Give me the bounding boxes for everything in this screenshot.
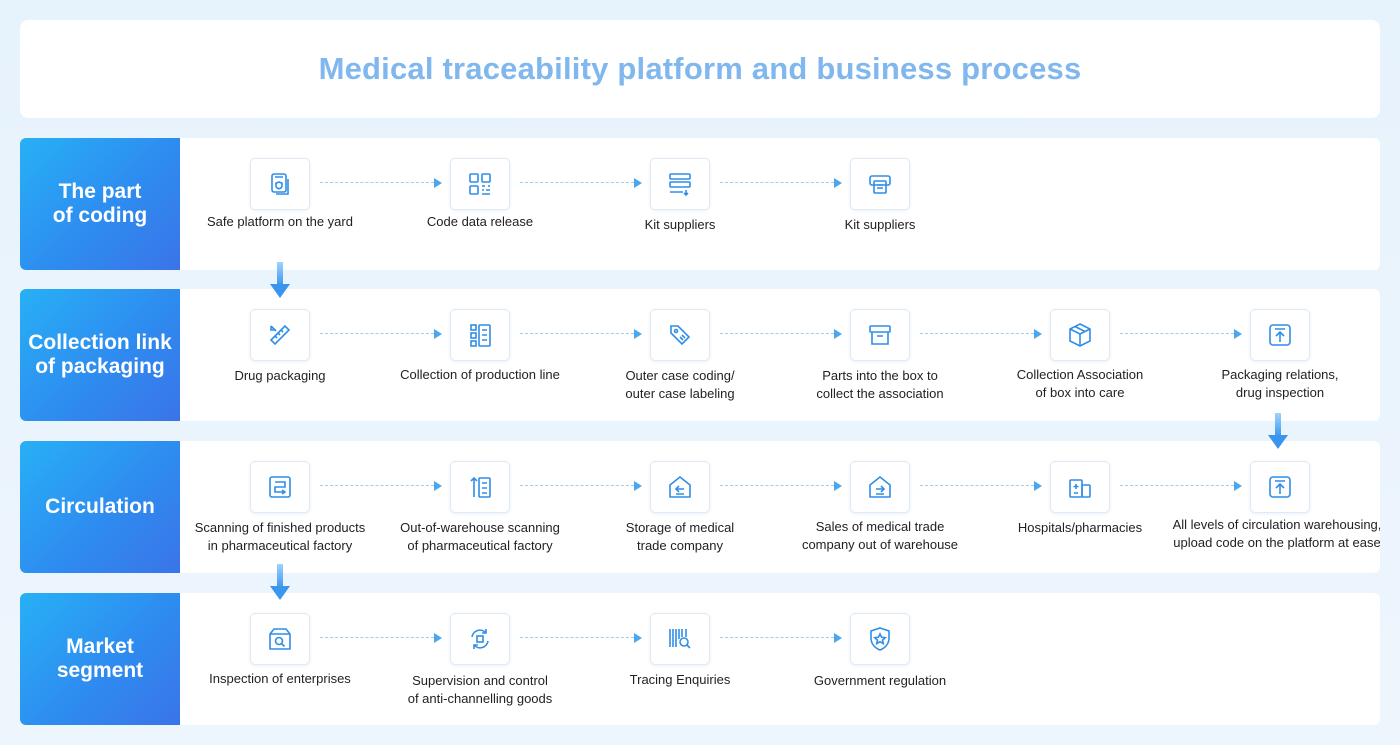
- flow-arrow: [520, 481, 642, 491]
- warehouse-export-icon: [850, 461, 910, 513]
- step-label: Packaging relations, drug inspection: [1221, 367, 1339, 400]
- row-label-circulation: Circulation: [20, 441, 180, 573]
- step-label: All levels of circulation warehousing, u…: [1172, 517, 1380, 550]
- page-title: Medical traceability platform and busine…: [318, 51, 1082, 86]
- row-market: Market segment Inspection of enterprises…: [20, 593, 1380, 725]
- flow-arrow: [1120, 481, 1242, 491]
- flow-arrow: [520, 329, 642, 339]
- cycle-icon: [450, 613, 510, 665]
- warehouse-in-icon: [650, 461, 710, 513]
- upload-icon: [1250, 461, 1310, 513]
- box-search-icon: [250, 613, 310, 665]
- printer-icon: [850, 158, 910, 210]
- flow-arrow: [320, 329, 442, 339]
- production-line-icon: [450, 309, 510, 361]
- tag-icon: [650, 309, 710, 361]
- flow-arrow: [1120, 329, 1242, 339]
- flow-arrow: [320, 481, 442, 491]
- step-label: Supervision and control of anti-channell…: [407, 673, 553, 706]
- cube-icon: [1050, 309, 1110, 361]
- title-banner: Medical traceability platform and busine…: [20, 20, 1380, 118]
- step-label: Code data release: [426, 214, 534, 229]
- row-label-text: Circulation: [45, 495, 155, 518]
- row-label-market: Market segment: [20, 593, 180, 725]
- step-label: Sales of medical trade company out of wa…: [801, 519, 959, 552]
- barcode-search-icon: [650, 613, 710, 665]
- row-label-coding: The part of coding: [20, 138, 180, 270]
- scan-frame-icon: [250, 461, 310, 513]
- down-arrow: [1268, 413, 1288, 449]
- flow-arrow: [320, 633, 442, 643]
- step-label: Out-of-warehouse scanning of pharmaceuti…: [400, 520, 560, 553]
- flow-arrow: [720, 633, 842, 643]
- down-arrow: [270, 564, 290, 600]
- row-label-text: Market segment: [56, 635, 144, 682]
- step-label: Collection Association of box into care: [1016, 367, 1144, 400]
- flow-arrow: [920, 329, 1042, 339]
- step-label: Safe platform on the yard: [207, 214, 353, 229]
- step-label: Storage of medical trade company: [625, 520, 735, 553]
- down-arrow: [270, 262, 290, 298]
- hospital-icon: [1050, 461, 1110, 513]
- row-label-text: Collection link of packaging: [28, 331, 172, 378]
- step-label: Outer case coding/ outer case labeling: [625, 368, 735, 401]
- ruler-pencil-icon: [250, 309, 310, 361]
- flow-arrow: [720, 481, 842, 491]
- flow-arrow: [720, 178, 842, 188]
- warehouse-out-icon: [450, 461, 510, 513]
- shield-star-icon: [850, 613, 910, 665]
- flow-arrow: [520, 633, 642, 643]
- archive-box-icon: [850, 309, 910, 361]
- step-label: Parts into the box to collect the associ…: [816, 368, 944, 401]
- step-label: Collection of production line: [400, 367, 560, 382]
- upload-icon: [1250, 309, 1310, 361]
- step-label: Inspection of enterprises: [209, 671, 351, 686]
- flow-arrow: [920, 481, 1042, 491]
- step-label: Government regulation: [813, 673, 947, 688]
- flow-arrow: [320, 178, 442, 188]
- step-label: Drug packaging: [234, 368, 326, 383]
- row-coding: The part of coding Safe platform on the …: [20, 138, 1380, 270]
- step-label: Kit suppliers: [644, 217, 716, 232]
- flow-arrow: [520, 178, 642, 188]
- row-packaging: Collection link of packaging Drug packag…: [20, 289, 1380, 421]
- step-label: Kit suppliers: [844, 217, 916, 232]
- qr-code-icon: [450, 158, 510, 210]
- step-label: Scanning of finished products in pharmac…: [194, 520, 366, 553]
- document-shield-icon: [250, 158, 310, 210]
- row-label-text: The part of coding: [52, 180, 148, 227]
- row-circulation: Circulation Scanning of finished product…: [20, 441, 1380, 573]
- step-label: Hospitals/pharmacies: [1017, 520, 1143, 535]
- flow-arrow: [720, 329, 842, 339]
- row-label-packaging: Collection link of packaging: [20, 289, 180, 421]
- step-label: Tracing Enquiries: [629, 672, 731, 687]
- stack-list-icon: [650, 158, 710, 210]
